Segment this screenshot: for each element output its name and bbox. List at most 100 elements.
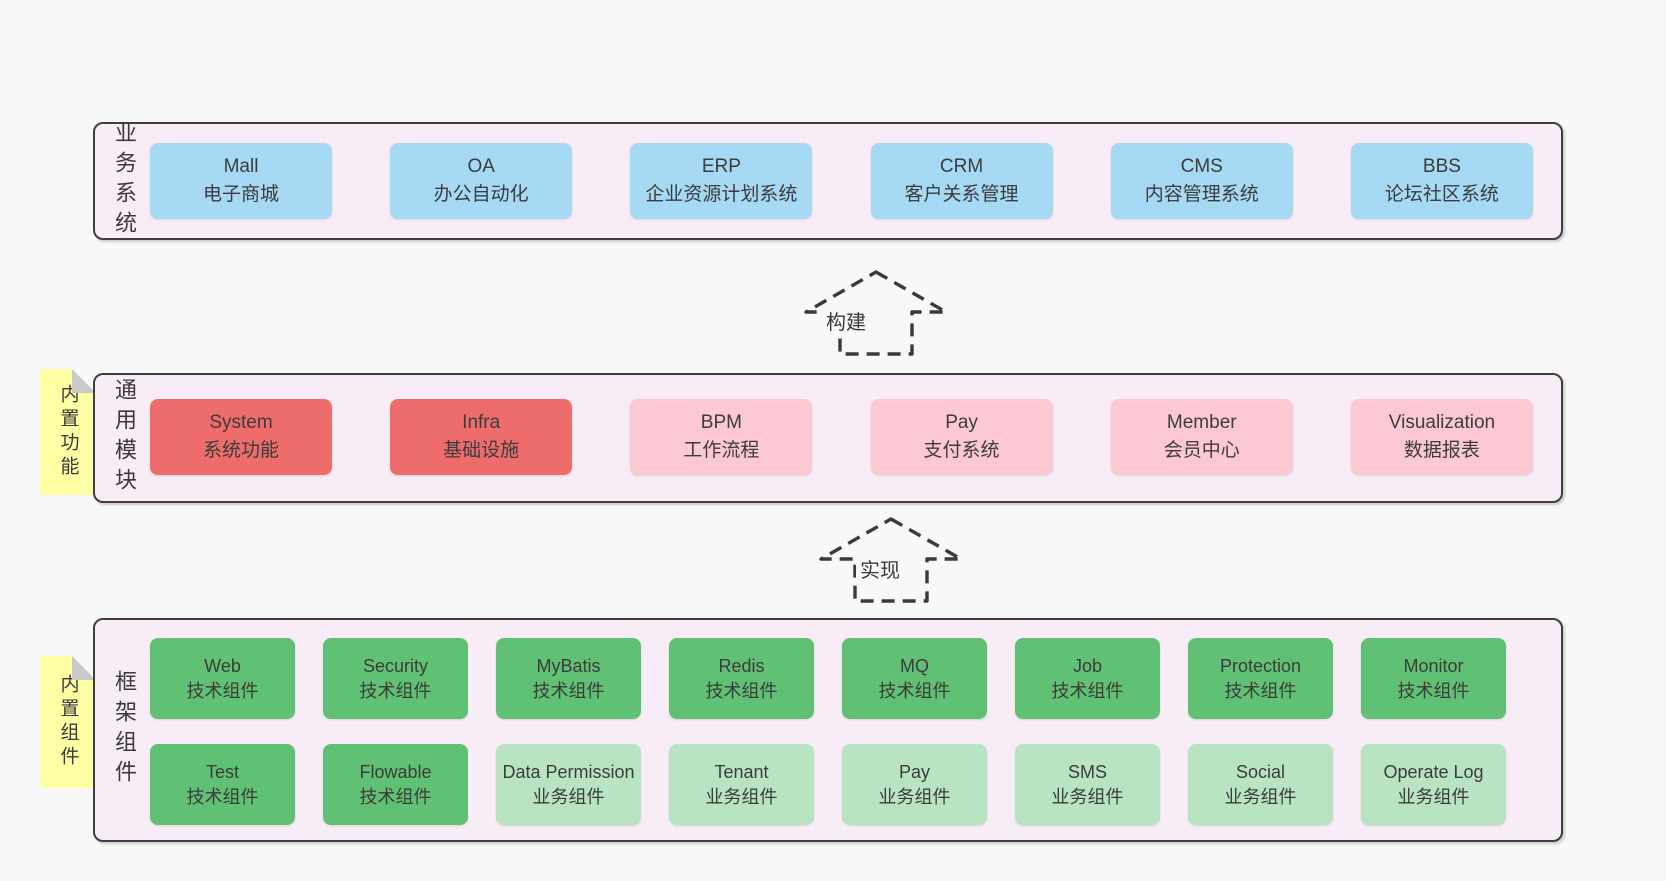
box-name: Web	[204, 655, 241, 676]
layer-business-systems: 业务系统 Mall 电子商城 OA 办公自动化 ERP 企业资源计划系统 CRM…	[93, 121, 1563, 241]
box-name: BPM	[700, 412, 742, 434]
layer-framework-components: 框架组件 Web 技术组件 Security 技术组件 MyBatis 技术组件…	[93, 618, 1563, 842]
box-row: Mall 电子商城 OA 办公自动化 ERP 企业资源计划系统 CRM 客户关系…	[95, 143, 1561, 219]
box-desc: 系统功能	[202, 440, 279, 461]
arrow-label-implement: 实现	[856, 553, 904, 584]
box-desc: 基础设施	[443, 440, 520, 461]
box-desc: 技术组件	[1051, 680, 1124, 701]
box-desc: 业务组件	[1051, 786, 1124, 807]
box-desc: 办公自动化	[433, 184, 529, 205]
box-desc: 技术组件	[705, 680, 778, 701]
box-cms: CMS 内容管理系统	[1110, 143, 1293, 219]
box-pay: Pay 支付系统	[870, 399, 1053, 475]
box-name: BBS	[1422, 156, 1461, 178]
box-mybatis: MyBatis 技术组件	[496, 638, 641, 719]
box-mq: MQ 技术组件	[842, 638, 987, 719]
box-name: Tenant	[714, 761, 769, 782]
box-erp: ERP 企业资源计划系统	[630, 143, 813, 219]
box-desc: 工作流程	[683, 440, 760, 461]
box-bbs: BBS 论坛社区系统	[1350, 143, 1533, 219]
box-social: Social 业务组件	[1188, 744, 1333, 825]
box-name: CMS	[1180, 156, 1223, 178]
box-name: System	[209, 412, 273, 434]
box-test: Test 技术组件	[150, 744, 295, 825]
layer-common-modules: 通用模块 System 系统功能 Infra 基础设施 BPM 工作流程 Pay…	[93, 373, 1563, 503]
box-mall: Mall 电子商城	[150, 143, 332, 219]
box-name: OA	[467, 156, 495, 178]
box-oa: OA 办公自动化	[390, 143, 573, 219]
box-name: CRM	[939, 156, 984, 178]
tab-label: 内置组件	[57, 674, 79, 770]
box-desc: 技术组件	[878, 680, 951, 701]
box-sms: SMS 业务组件	[1015, 744, 1160, 825]
box-name: SMS	[1067, 761, 1107, 782]
box-desc: 业务组件	[878, 786, 951, 807]
box-desc: 技术组件	[359, 680, 432, 701]
box-name: MyBatis	[536, 655, 601, 676]
box-security: Security 技术组件	[323, 638, 468, 719]
sticky-tab-builtin-components: 内置组件	[40, 656, 96, 788]
box-name: Social	[1235, 761, 1286, 782]
layer-label: 业务系统	[112, 121, 137, 241]
box-job: Job 技术组件	[1015, 638, 1160, 719]
box-bpm: BPM 工作流程	[630, 399, 813, 475]
box-name: Pay	[945, 412, 978, 434]
box-name: Member	[1166, 412, 1237, 434]
box-desc: 业务组件	[532, 786, 605, 807]
box-name: Data Permission	[502, 761, 635, 782]
box-desc: 数据报表	[1403, 440, 1480, 461]
box-desc: 技术组件	[359, 786, 432, 807]
box-name: Visualization	[1388, 412, 1496, 434]
box-monitor: Monitor 技术组件	[1361, 638, 1506, 719]
box-desc: 企业资源计划系统	[645, 184, 798, 205]
box-web: Web 技术组件	[150, 638, 295, 719]
box-name: Monitor	[1403, 655, 1464, 676]
box-name: Protection	[1219, 655, 1302, 676]
box-crm: CRM 客户关系管理	[870, 143, 1053, 219]
box-desc: 技术组件	[1397, 680, 1470, 701]
box-desc: 技术组件	[1224, 680, 1297, 701]
box-pay-business: Pay 业务组件	[842, 744, 987, 825]
box-desc: 技术组件	[186, 680, 259, 701]
box-name: Test	[205, 761, 239, 782]
box-desc: 客户关系管理	[904, 184, 1019, 205]
box-tenant: Tenant 业务组件	[669, 744, 814, 825]
tab-label: 内置功能	[57, 384, 79, 480]
box-name: Pay	[898, 761, 931, 782]
box-desc: 业务组件	[1224, 786, 1297, 807]
box-row: Web 技术组件 Security 技术组件 MyBatis 技术组件 Redi…	[95, 638, 1561, 719]
box-desc: 电子商城	[202, 184, 279, 205]
box-protection: Protection 技术组件	[1188, 638, 1333, 719]
dashed-up-arrow-build	[804, 270, 948, 356]
sticky-tab-builtin-features: 内置功能	[40, 369, 96, 495]
box-system: System 系统功能	[150, 399, 332, 475]
box-desc: 技术组件	[532, 680, 605, 701]
layer-label: 通用模块	[112, 378, 137, 498]
box-row: System 系统功能 Infra 基础设施 BPM 工作流程 Pay 支付系统…	[95, 399, 1561, 475]
box-redis: Redis 技术组件	[669, 638, 814, 719]
box-name: MQ	[900, 655, 929, 676]
dashed-up-arrow-implement	[819, 517, 963, 603]
box-desc: 支付系统	[923, 440, 1000, 461]
box-row: Test 技术组件 Flowable 技术组件 Data Permission …	[95, 744, 1561, 825]
box-name: Security	[362, 655, 429, 676]
box-desc: 技术组件	[186, 786, 259, 807]
box-name: Mall	[223, 156, 259, 178]
box-data-permission: Data Permission 业务组件	[496, 744, 641, 825]
box-desc: 内容管理系统	[1144, 184, 1259, 205]
box-member: Member 会员中心	[1110, 399, 1293, 475]
box-desc: 论坛社区系统	[1384, 184, 1499, 205]
box-name: Operate Log	[1383, 761, 1484, 782]
box-name: Redis	[718, 655, 765, 676]
box-visualization: Visualization 数据报表	[1350, 399, 1533, 475]
box-name: Infra	[462, 412, 501, 434]
box-desc: 业务组件	[1397, 786, 1470, 807]
box-name: Flowable	[359, 761, 432, 782]
arrow-label-build: 构建	[822, 305, 870, 336]
box-name: ERP	[701, 156, 741, 178]
box-operate-log: Operate Log 业务组件	[1361, 744, 1506, 825]
box-flowable: Flowable 技术组件	[323, 744, 468, 825]
box-desc: 业务组件	[705, 786, 778, 807]
layer-label: 框架组件	[112, 670, 137, 790]
